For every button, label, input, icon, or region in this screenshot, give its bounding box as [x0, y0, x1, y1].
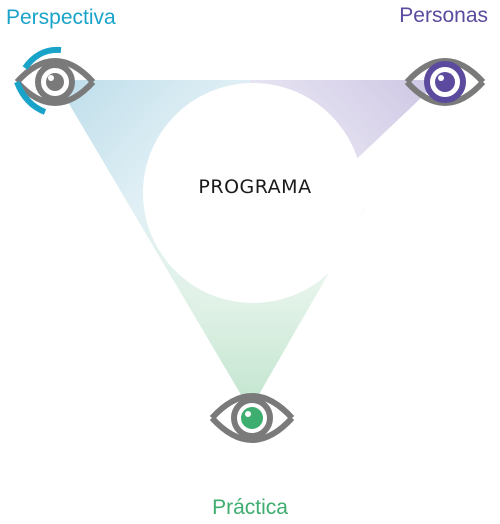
- eye-pupil: [435, 72, 455, 92]
- eye-accent-arc: [22, 46, 62, 70]
- center-label: PROGRAMA: [198, 176, 312, 198]
- eye-icon: [404, 58, 486, 106]
- eye-accent-arc-lower: [14, 80, 47, 115]
- node-label-practica: Práctica: [212, 496, 288, 519]
- eye-glint: [438, 75, 444, 81]
- node-label-personas: Personas: [399, 4, 488, 27]
- eye-glint: [48, 75, 54, 81]
- eye-outer-arc-bottom: [14, 79, 96, 106]
- eye-icon: [209, 393, 295, 443]
- eye-outer-arc-top: [209, 393, 295, 421]
- eye-pupil: [46, 73, 64, 91]
- eye-outer-arc-top: [14, 58, 96, 85]
- eye-glint: [245, 411, 251, 417]
- eye-pupil: [241, 407, 263, 429]
- eye-outer-arc-bottom: [209, 415, 295, 443]
- eye-icon: [14, 46, 96, 115]
- node-label-perspectiva: Perspectiva: [6, 6, 116, 29]
- center-circle: [143, 83, 363, 303]
